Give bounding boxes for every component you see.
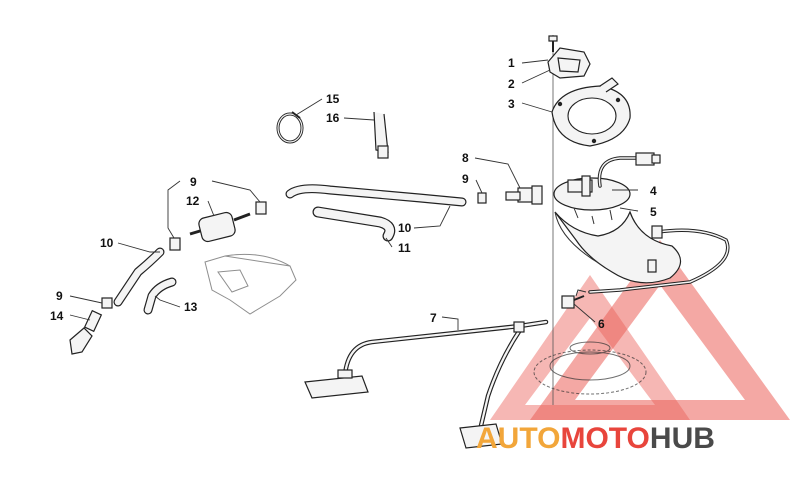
callout-4: 4 — [650, 184, 657, 198]
callout-16: 16 — [326, 111, 340, 125]
watermark-moto: MOTO — [560, 422, 649, 455]
callout-10-upper: 10 — [398, 221, 412, 235]
callout-6: 6 — [598, 317, 605, 331]
callout-3: 3 — [508, 97, 515, 111]
watermark-auto: AUTO — [476, 422, 560, 455]
bracket-part-2 — [547, 47, 591, 79]
clamp-part-9-right — [477, 192, 487, 204]
fuel-filter-part-12 — [189, 211, 251, 243]
elbow-hose-part-13 — [143, 277, 177, 315]
tank-opening-ring — [533, 341, 647, 395]
hose-part-11 — [312, 206, 396, 242]
callout-11: 11 — [398, 241, 411, 255]
clamp-part-9-upper — [255, 201, 267, 215]
callout-10-left: 10 — [100, 236, 114, 250]
callout-9-upper: 9 — [190, 175, 197, 189]
callout-9-lower: 9 — [56, 289, 63, 303]
vent-tube-part-7 — [304, 319, 549, 449]
fuel-hose-part-10-left — [113, 247, 165, 307]
leader-lines — [69, 59, 639, 330]
fuel-tank-part-5 — [554, 207, 730, 294]
fitting-part-8 — [505, 185, 543, 205]
fuel-hose-part-10-upper — [285, 184, 467, 207]
callout-12: 12 — [186, 194, 200, 208]
callout-15: 15 — [326, 92, 340, 106]
clamp-part-9-lower — [101, 297, 113, 309]
watermark-text: AUTOMOTOHUB — [476, 422, 715, 455]
callout-5: 5 — [650, 205, 657, 219]
engine-mount-sketch — [204, 253, 297, 315]
fitting-part-6 — [561, 289, 587, 309]
callout-14: 14 — [50, 309, 64, 323]
clamp-ring-part-15 — [276, 111, 304, 144]
callout-8: 8 — [462, 151, 469, 165]
strap-clip-part-16 — [373, 111, 389, 159]
screw-part-1 — [548, 35, 558, 52]
callout-7: 7 — [430, 311, 437, 325]
callout-2: 2 — [508, 77, 515, 91]
watermark-hub: HUB — [650, 422, 715, 455]
callout-13: 13 — [184, 300, 198, 314]
quick-connector-part-14 — [69, 309, 103, 355]
callout-9-right: 9 — [462, 172, 469, 186]
fuel-sender-part-4 — [553, 152, 661, 211]
callout-1: 1 — [508, 56, 515, 70]
clamp-part-9-middle — [169, 237, 181, 251]
gasket-part-3 — [551, 77, 631, 147]
svg-text:AUTOMOTOHUB: AUTOMOTOHUB — [476, 422, 715, 455]
callout-labels: 1 2 3 4 5 6 7 8 9 9 9 10 10 11 12 13 14 … — [50, 56, 657, 331]
